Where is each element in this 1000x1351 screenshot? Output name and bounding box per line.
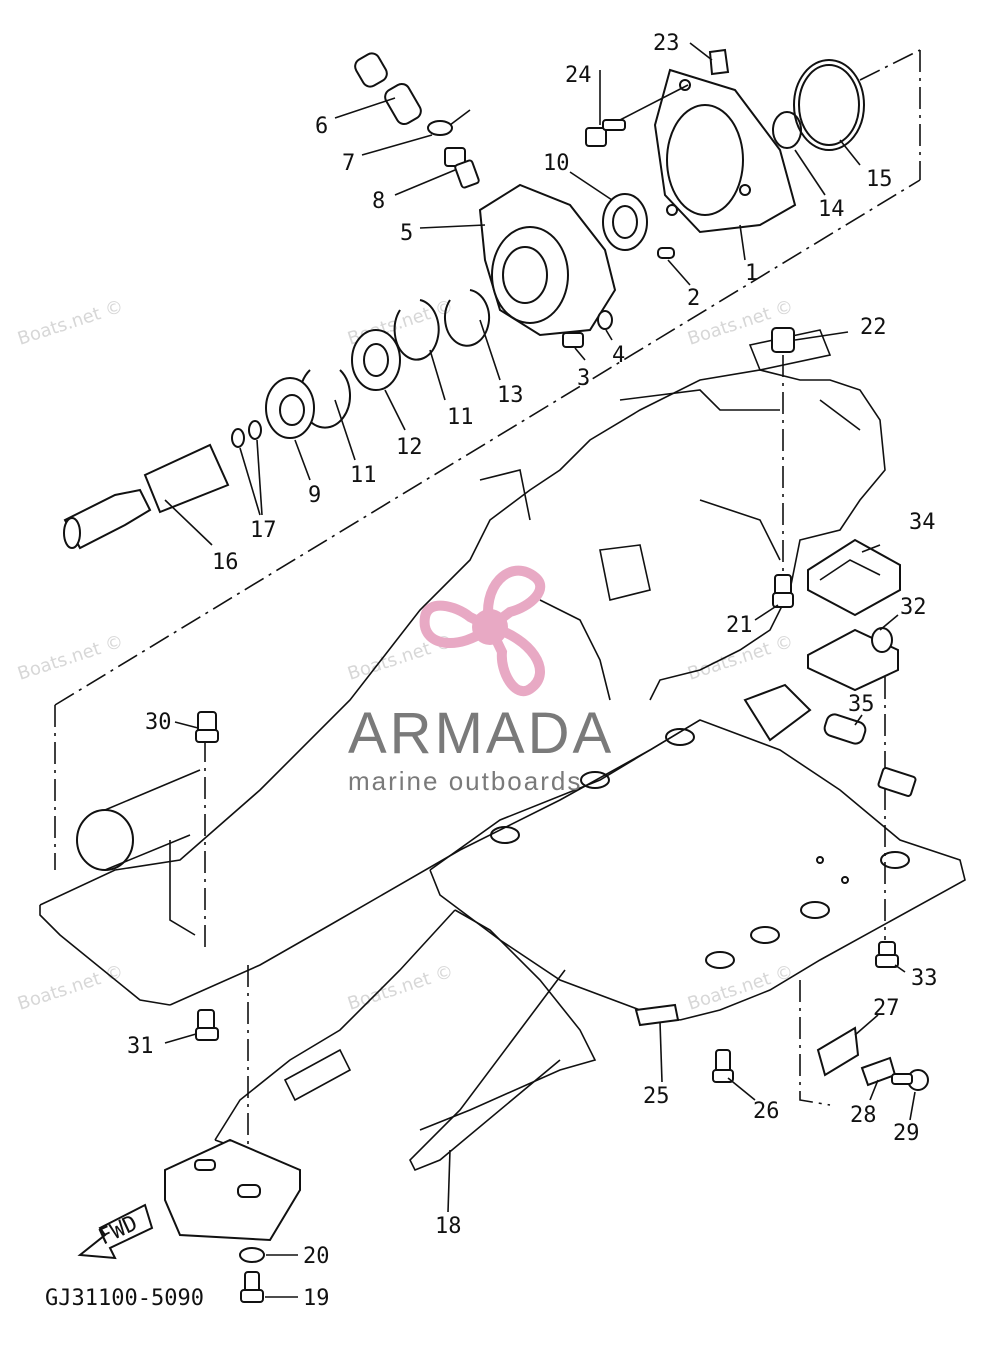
- hull-body: [39, 369, 886, 1006]
- callout-15: 15: [866, 167, 893, 192]
- callout-27: 27: [873, 996, 900, 1021]
- callout-28: 28: [850, 1103, 877, 1128]
- propeller-logo-icon: [419, 565, 546, 697]
- callout-22: 22: [860, 315, 887, 340]
- watermark: Boats.net ©: [685, 631, 796, 685]
- callout-2: 2: [687, 286, 700, 311]
- leader-lines: [164, 42, 916, 1298]
- deck-plate: [169, 719, 966, 1021]
- callout-31: 31: [127, 1034, 154, 1059]
- callout-9: 9: [308, 483, 321, 508]
- callout-5: 5: [400, 221, 413, 246]
- ride-plate: [214, 909, 597, 1196]
- watermark: Boats.net ©: [15, 631, 126, 685]
- assembly-frame: [54, 49, 921, 1180]
- callout-19: 19: [303, 1286, 330, 1311]
- callout-7: 7: [342, 151, 355, 176]
- callout-34: 34: [909, 510, 936, 535]
- callout-12: 12: [396, 435, 423, 460]
- callout-23: 23: [653, 31, 680, 56]
- intake-block: [164, 1138, 301, 1242]
- callout-20: 20: [303, 1244, 330, 1269]
- upper-parts: [63, 48, 865, 550]
- watermark: Boats.net ©: [685, 961, 796, 1015]
- armada-logo: ARMADA marine outboards: [348, 565, 614, 796]
- callout-18: 18: [435, 1214, 462, 1239]
- logo-tagline: marine outboards: [348, 766, 582, 796]
- callout-6: 6: [315, 114, 328, 139]
- callout-16: 16: [212, 550, 239, 575]
- callout-17: 17: [250, 518, 277, 543]
- callout-33: 33: [911, 966, 938, 991]
- callout-13: 13: [497, 383, 524, 408]
- forward-arrow-icon: FWD: [77, 1203, 154, 1260]
- watermark: Boats.net ©: [15, 296, 126, 350]
- callout-11a: 11: [350, 463, 377, 488]
- callout-32: 32: [900, 595, 927, 620]
- callout-10: 10: [543, 151, 570, 176]
- watermark: Boats.net ©: [15, 961, 126, 1015]
- jet-nozzle-housing: [76, 769, 201, 936]
- callout-26: 26: [753, 1099, 780, 1124]
- right-parts: [195, 327, 929, 1303]
- callout-30: 30: [145, 710, 172, 735]
- callout-11b: 11: [447, 405, 474, 430]
- callout-3: 3: [577, 366, 590, 391]
- callout-29: 29: [893, 1121, 920, 1146]
- callout-21: 21: [726, 613, 753, 638]
- callout-14: 14: [818, 197, 845, 222]
- callout-labels: 1 2 3 4 5 6 7 8 9 10 11 11 12 13 14 15 1…: [127, 31, 938, 1311]
- callout-4: 4: [612, 343, 625, 368]
- callout-35: 35: [848, 692, 875, 717]
- callout-1: 1: [745, 261, 758, 286]
- callout-8: 8: [372, 189, 385, 214]
- diagram-code: GJ31100-5090: [45, 1286, 204, 1311]
- callout-24: 24: [565, 63, 592, 88]
- callout-25: 25: [643, 1084, 670, 1109]
- logo-brand: ARMADA: [348, 701, 614, 766]
- watermark-layer: Boats.net © Boats.net © Boats.net © Boat…: [15, 296, 796, 1015]
